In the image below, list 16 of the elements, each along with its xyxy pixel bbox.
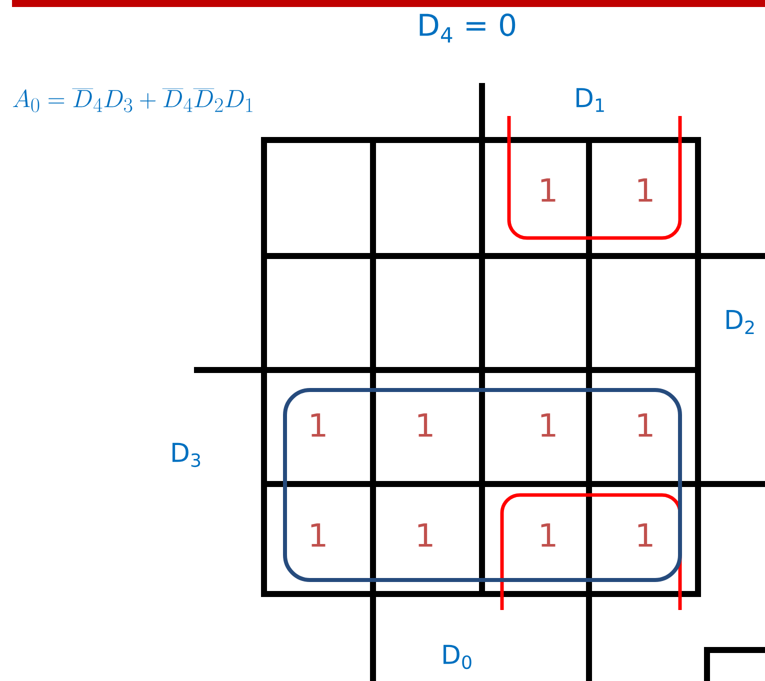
cell-value: 1 [541,178,556,202]
cell-value: 1 [541,413,556,437]
cell-value: 1 [638,523,652,547]
variable-label: D$_{3}$ [172,442,200,468]
variable-label: D$_{2}$ [726,310,754,334]
cell-value: 1 [311,413,326,437]
variable-label: D$_{1}$ [576,88,604,112]
variable-label: D$_{0}$ [444,644,472,670]
cell-value: 1 [418,413,432,437]
cell-value: 1 [638,413,652,437]
boolean-formula: $A_0=\overline{D}_4D_3+\overline{D}_4\overline{D}_2D_1$ [13,88,252,112]
cell-value: 1 [311,523,326,547]
cell-value: 1 [638,178,652,202]
cell-value: 1 [541,523,556,547]
cell-value: 1 [418,523,432,547]
variable-label: D$_{4}$ = 0 [420,14,516,42]
